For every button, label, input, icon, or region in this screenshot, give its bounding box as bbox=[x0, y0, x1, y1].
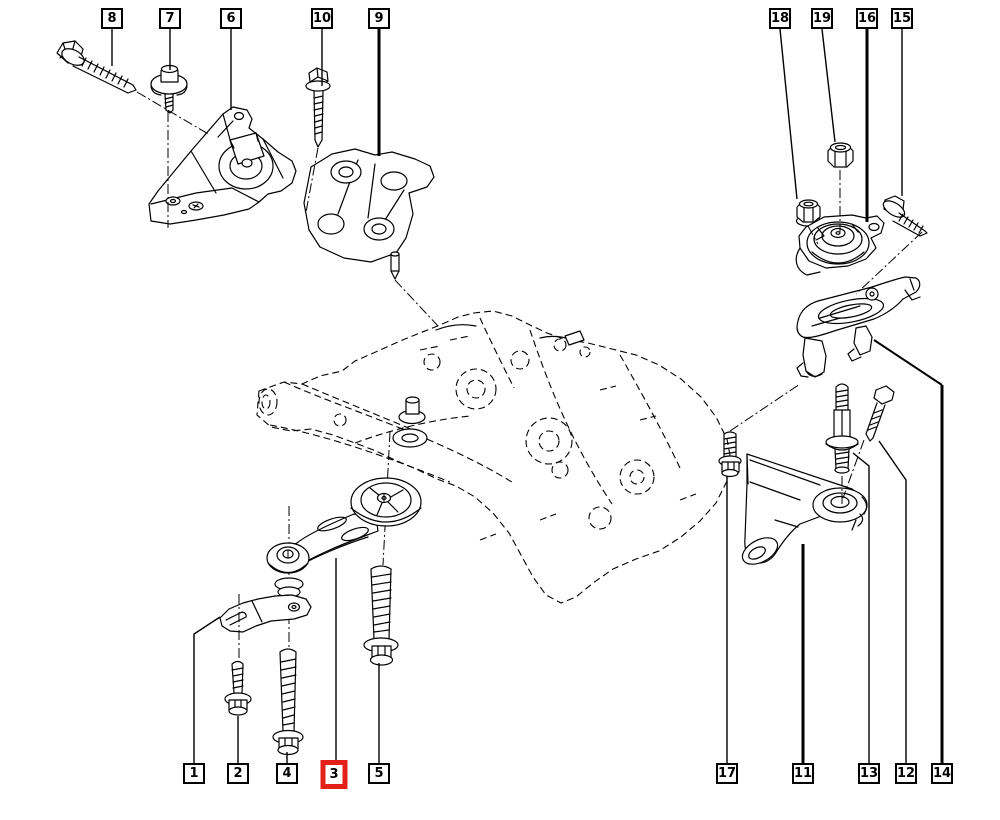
callout-2[interactable]: 2 bbox=[227, 763, 249, 784]
callout-11-label: 11 bbox=[793, 766, 813, 781]
callout-3-highlighted[interactable]: 3 bbox=[320, 760, 348, 789]
callout-18-label: 18 bbox=[770, 11, 790, 26]
part-bolt-7-drawing bbox=[150, 64, 188, 114]
callout-19[interactable]: 19 bbox=[811, 8, 833, 29]
callout-8[interactable]: 8 bbox=[101, 8, 123, 29]
part-bolt-5-drawing bbox=[363, 565, 399, 666]
part-bracket-9-drawing bbox=[303, 148, 435, 280]
callout-10-label: 10 bbox=[312, 11, 332, 26]
callout-4-label: 4 bbox=[282, 766, 292, 781]
callout-17-label: 17 bbox=[717, 766, 737, 781]
callout-6-label: 6 bbox=[226, 11, 236, 26]
part-bolt-10-drawing bbox=[305, 67, 331, 148]
part-torque-rod-3-drawing bbox=[266, 477, 422, 604]
part-engine-mount-6-drawing bbox=[148, 106, 297, 225]
part-stud-13-drawing bbox=[825, 383, 859, 474]
callout-15[interactable]: 15 bbox=[891, 8, 913, 29]
callout-17[interactable]: 17 bbox=[716, 763, 738, 784]
callout-19-label: 19 bbox=[812, 11, 832, 26]
part-engine-mount-16-drawing bbox=[795, 214, 885, 276]
part-nut-19-drawing bbox=[827, 142, 854, 168]
callout-14-label: 14 bbox=[932, 766, 952, 781]
callout-15-label: 15 bbox=[892, 11, 912, 26]
callout-5-label: 5 bbox=[374, 766, 384, 781]
subframe-phantom-drawing bbox=[256, 310, 732, 604]
callout-4[interactable]: 4 bbox=[276, 763, 298, 784]
callout-11[interactable]: 11 bbox=[792, 763, 814, 784]
callout-1-label: 1 bbox=[189, 766, 199, 781]
callout-5[interactable]: 5 bbox=[368, 763, 390, 784]
part-bolt-8-drawing bbox=[56, 40, 137, 94]
callout-6[interactable]: 6 bbox=[220, 8, 242, 29]
callout-16[interactable]: 16 bbox=[856, 8, 878, 29]
callout-12-label: 12 bbox=[896, 766, 916, 781]
part-bracket-1-drawing bbox=[219, 594, 312, 633]
part-bolt-12-drawing bbox=[865, 385, 895, 442]
callout-10[interactable]: 10 bbox=[311, 8, 333, 29]
callout-7[interactable]: 7 bbox=[159, 8, 181, 29]
callout-9-label: 9 bbox=[374, 11, 384, 26]
callout-18[interactable]: 18 bbox=[769, 8, 791, 29]
callout-2-label: 2 bbox=[233, 766, 243, 781]
part-bolt-17-drawing bbox=[718, 431, 742, 478]
callout-3-label: 3 bbox=[329, 767, 339, 782]
part-bracket-14-drawing bbox=[796, 276, 921, 378]
callout-7-label: 7 bbox=[165, 11, 175, 26]
callout-9[interactable]: 9 bbox=[368, 8, 390, 29]
callout-14[interactable]: 14 bbox=[931, 763, 953, 784]
callout-12[interactable]: 12 bbox=[895, 763, 917, 784]
part-bracket-11-drawing bbox=[741, 453, 868, 565]
assembly-centerlines bbox=[136, 91, 923, 660]
part-bolt-4-drawing bbox=[272, 648, 304, 756]
callout-8-label: 8 bbox=[107, 11, 117, 26]
callout-1[interactable]: 1 bbox=[183, 763, 205, 784]
callout-13[interactable]: 13 bbox=[858, 763, 880, 784]
part-bolt-2-drawing bbox=[224, 660, 252, 716]
callout-leader-lines bbox=[111, 28, 944, 763]
part-bolt-15-drawing bbox=[882, 195, 928, 237]
callout-16-label: 16 bbox=[857, 11, 877, 26]
callout-13-label: 13 bbox=[859, 766, 879, 781]
